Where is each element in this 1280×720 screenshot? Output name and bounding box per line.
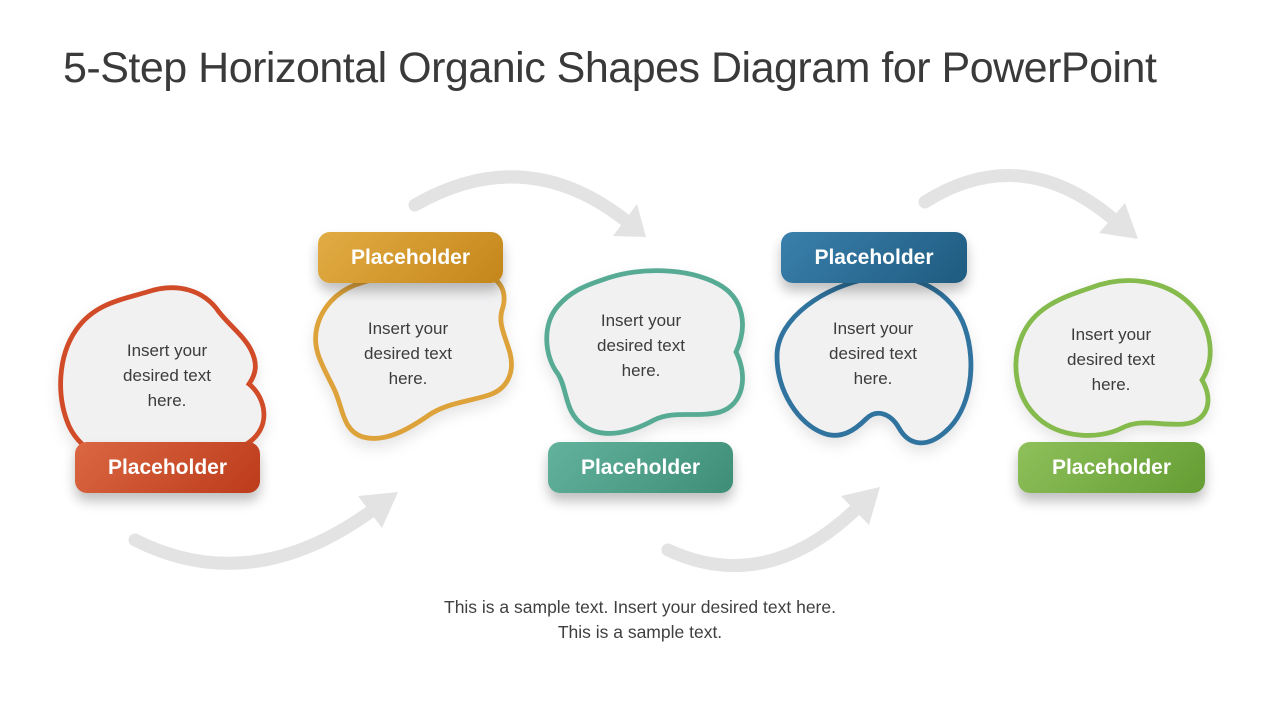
curved-arrow-1-icon — [128, 492, 398, 570]
step-5-label-badge[interactable]: Placeholder — [1018, 442, 1205, 493]
step-2-text-placeholder[interactable]: Insert your desired text here. — [364, 319, 452, 388]
step-3-label-badge[interactable]: Placeholder — [548, 442, 733, 493]
step-5-organic-shape[interactable] — [1000, 272, 1226, 444]
step-4-organic-shape[interactable] — [763, 270, 983, 465]
step-5-text-placeholder[interactable]: Insert your desired text here. — [1067, 325, 1155, 394]
step-4-label-badge[interactable]: Placeholder — [781, 232, 967, 283]
sample-text-caption: This is a sample text. Insert your desir… — [444, 597, 836, 642]
slide-title: 5-Step Horizontal Organic Shapes Diagram… — [63, 44, 1157, 92]
step-2-label-badge[interactable]: Placeholder — [318, 232, 503, 283]
curved-arrow-2-icon — [408, 170, 646, 237]
step-1-label-badge[interactable]: Placeholder — [75, 442, 260, 493]
curved-arrow-3-icon — [661, 487, 880, 573]
step-4-text-placeholder[interactable]: Insert your desired text here. — [829, 319, 917, 388]
step-3-organic-shape[interactable] — [538, 264, 750, 460]
curved-arrow-4-icon — [918, 169, 1138, 239]
step-3-text-placeholder[interactable]: Insert your desired text here. — [597, 311, 685, 380]
step-1-text-placeholder[interactable]: Insert your desired text here. — [123, 341, 211, 410]
